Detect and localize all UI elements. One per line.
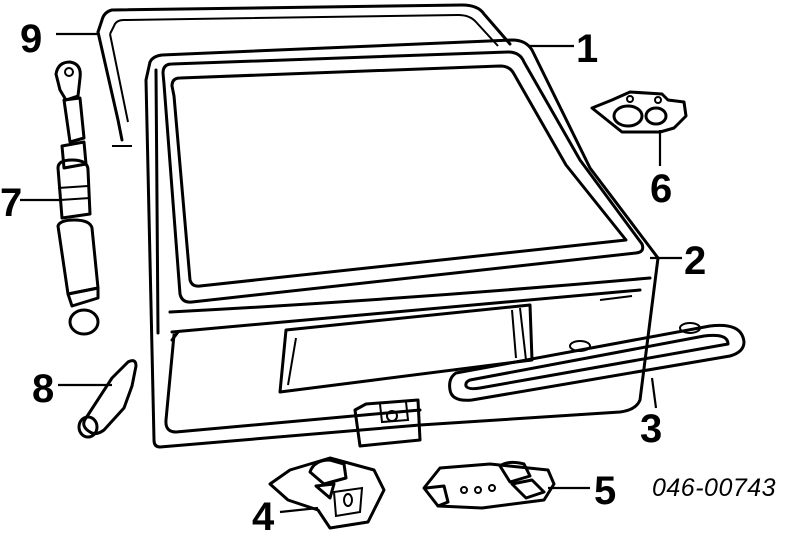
leader-4 [279,506,319,514]
callout-2: 2 [684,239,706,283]
weatherstrip-seal [96,3,512,147]
lock-actuator [422,460,556,510]
latch-assembly [268,456,386,530]
callout-1: 1 [576,27,598,71]
stay-bracket [77,359,138,439]
callout-8: 8 [32,367,54,411]
callout-4: 4 [252,495,275,534]
hinge-bracket [590,90,688,134]
callout-9: 9 [20,17,42,61]
callout-5: 5 [594,469,616,513]
gas-strut [54,60,100,336]
callout-6: 6 [650,167,672,211]
stop-lamp [448,322,746,402]
leader-lines [20,32,682,514]
callout-7: 7 [0,181,22,225]
callout-labels: 9 1 2 3 4 5 6 7 8 046-00743 [0,17,776,534]
leader-3 [650,377,658,409]
rear-window-glass [161,50,645,304]
callout-3: 3 [640,407,662,451]
liftgate-panel [144,38,660,449]
gate-latch-plate [353,398,422,448]
part-code: 046-00743 [652,474,776,502]
